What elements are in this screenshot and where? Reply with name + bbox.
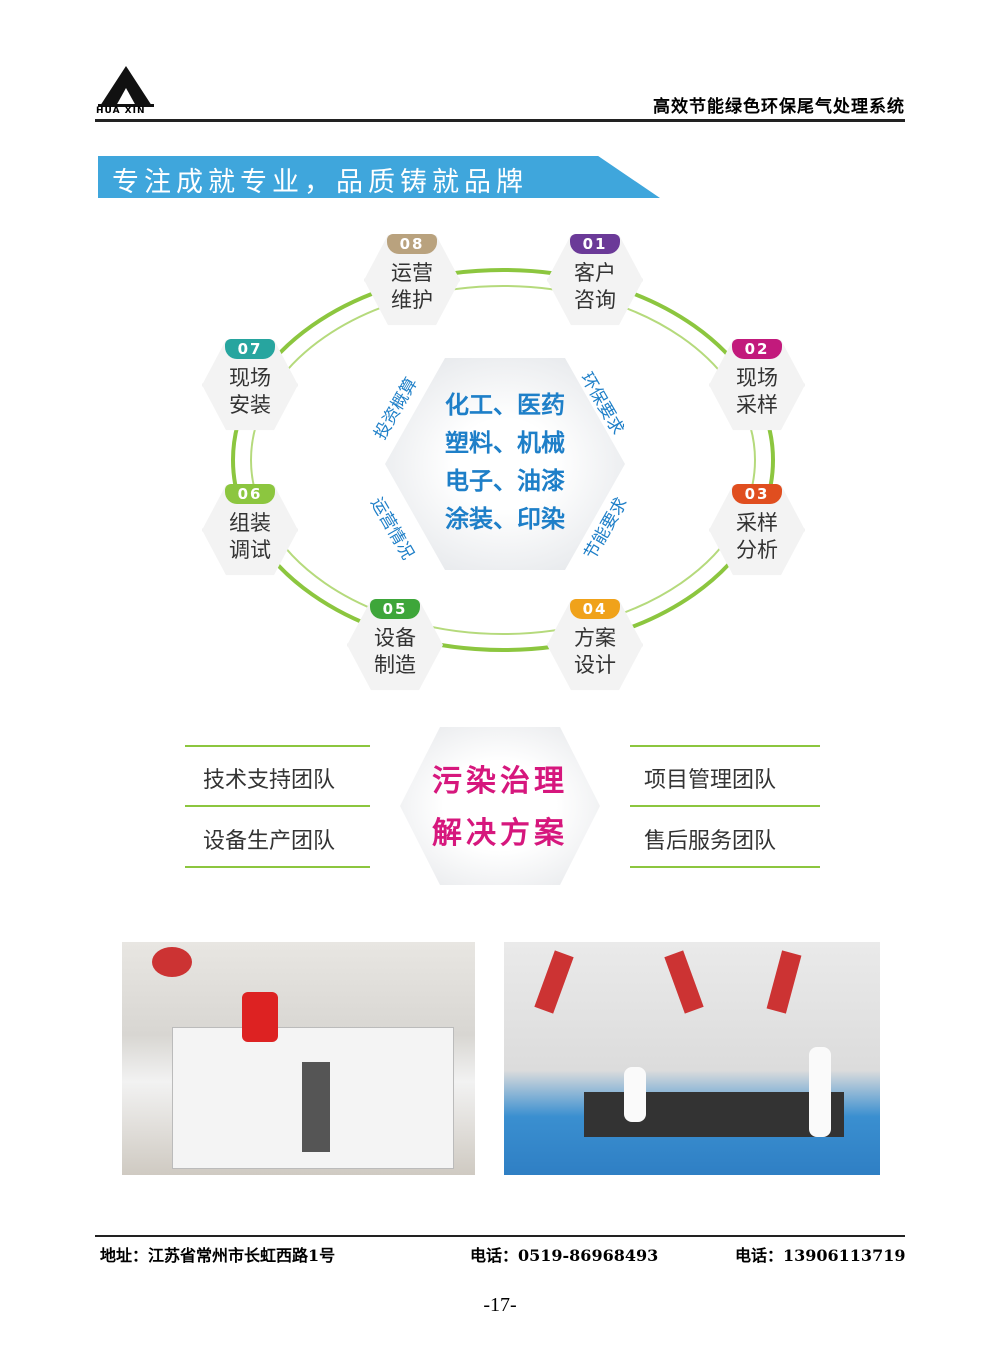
- cycle-ring: [231, 268, 775, 652]
- solution-text: 污染治理 解决方案: [400, 756, 600, 860]
- industry-line: 化工、医药: [445, 391, 565, 419]
- cycle-step-05: 05 设备制造: [347, 597, 443, 693]
- footer-address: 地址：江苏省常州市长虹西路1号: [100, 1246, 336, 1265]
- step-label-line: 采样: [736, 393, 778, 417]
- step-label: 现场采样: [709, 365, 805, 419]
- lab-equipment-photo: [122, 942, 475, 1175]
- divider: [630, 805, 820, 807]
- team-project-management: 项目管理团队: [644, 768, 777, 793]
- step-label-line: 设计: [574, 653, 616, 677]
- solution-line: 解决方案: [432, 816, 568, 851]
- step-number-badge: 07: [225, 339, 275, 359]
- logo-text: HUA XIN: [96, 106, 146, 116]
- step-label-line: 分析: [736, 538, 778, 562]
- cycle-step-07: 07 现场安装: [202, 337, 298, 433]
- industry-line: 涂装、印染: [445, 505, 565, 533]
- step-number-badge: 08: [387, 234, 437, 254]
- step-number-badge: 01: [570, 234, 620, 254]
- cycle-step-06: 06 组装调试: [202, 482, 298, 578]
- step-label-line: 组装: [229, 511, 271, 535]
- header-title: 高效节能绿色环保尾气处理系统: [653, 97, 905, 117]
- step-label: 组装调试: [202, 510, 298, 564]
- step-number-badge: 05: [370, 599, 420, 619]
- step-label-line: 现场: [736, 366, 778, 390]
- footer-phone-2: 电话：13906113719: [735, 1246, 906, 1265]
- step-label: 现场安装: [202, 365, 298, 419]
- step-label-line: 现场: [229, 366, 271, 390]
- solution-line: 污染治理: [432, 764, 568, 799]
- step-number-badge: 03: [732, 484, 782, 504]
- banner: [98, 156, 660, 198]
- step-number-badge: 06: [225, 484, 275, 504]
- team-after-sales: 售后服务团队: [644, 829, 777, 854]
- team-production: 设备生产团队: [203, 829, 336, 854]
- laboratory-photo: [504, 942, 880, 1175]
- step-label: 采样分析: [709, 510, 805, 564]
- cycle-step-08: 08 运营维护: [364, 232, 460, 328]
- header-divider: [95, 119, 905, 122]
- step-label: 设备制造: [347, 625, 443, 679]
- step-label: 方案设计: [547, 625, 643, 679]
- footer-divider: [95, 1235, 905, 1237]
- hua-xin-logo: [98, 66, 154, 107]
- step-number-badge: 04: [570, 599, 620, 619]
- divider: [185, 745, 370, 747]
- cycle-step-02: 02 现场采样: [709, 337, 805, 433]
- cycle-step-03: 03 采样分析: [709, 482, 805, 578]
- step-label-line: 制造: [374, 653, 416, 677]
- page-number: -17-: [483, 1294, 517, 1316]
- step-label-line: 咨询: [574, 288, 616, 312]
- divider: [185, 805, 370, 807]
- step-label-line: 设备: [374, 626, 416, 650]
- step-number-badge: 02: [732, 339, 782, 359]
- divider: [630, 866, 820, 868]
- cycle-step-04: 04 方案设计: [547, 597, 643, 693]
- step-label-line: 调试: [229, 538, 271, 562]
- divider: [185, 866, 370, 868]
- step-label-line: 方案: [574, 626, 616, 650]
- cycle-step-01: 01 客户咨询: [547, 232, 643, 328]
- divider: [630, 745, 820, 747]
- solution-hexagon: [400, 727, 600, 885]
- step-label-line: 运营: [391, 261, 433, 285]
- team-tech-support: 技术支持团队: [203, 768, 336, 793]
- step-label-line: 维护: [391, 288, 433, 312]
- banner-title: 专注成就专业，品质铸就品牌: [112, 167, 528, 198]
- industry-line: 塑料、机械: [445, 429, 565, 457]
- industry-line: 电子、油漆: [445, 467, 565, 495]
- step-label: 运营维护: [364, 260, 460, 314]
- footer-phone-1: 电话：0519-86968493: [470, 1246, 659, 1265]
- step-label-line: 客户: [574, 261, 616, 285]
- step-label: 客户咨询: [547, 260, 643, 314]
- industries-list: 化工、医药 塑料、机械 电子、油漆 涂装、印染: [420, 386, 590, 538]
- step-label-line: 采样: [736, 511, 778, 535]
- step-label-line: 安装: [229, 393, 271, 417]
